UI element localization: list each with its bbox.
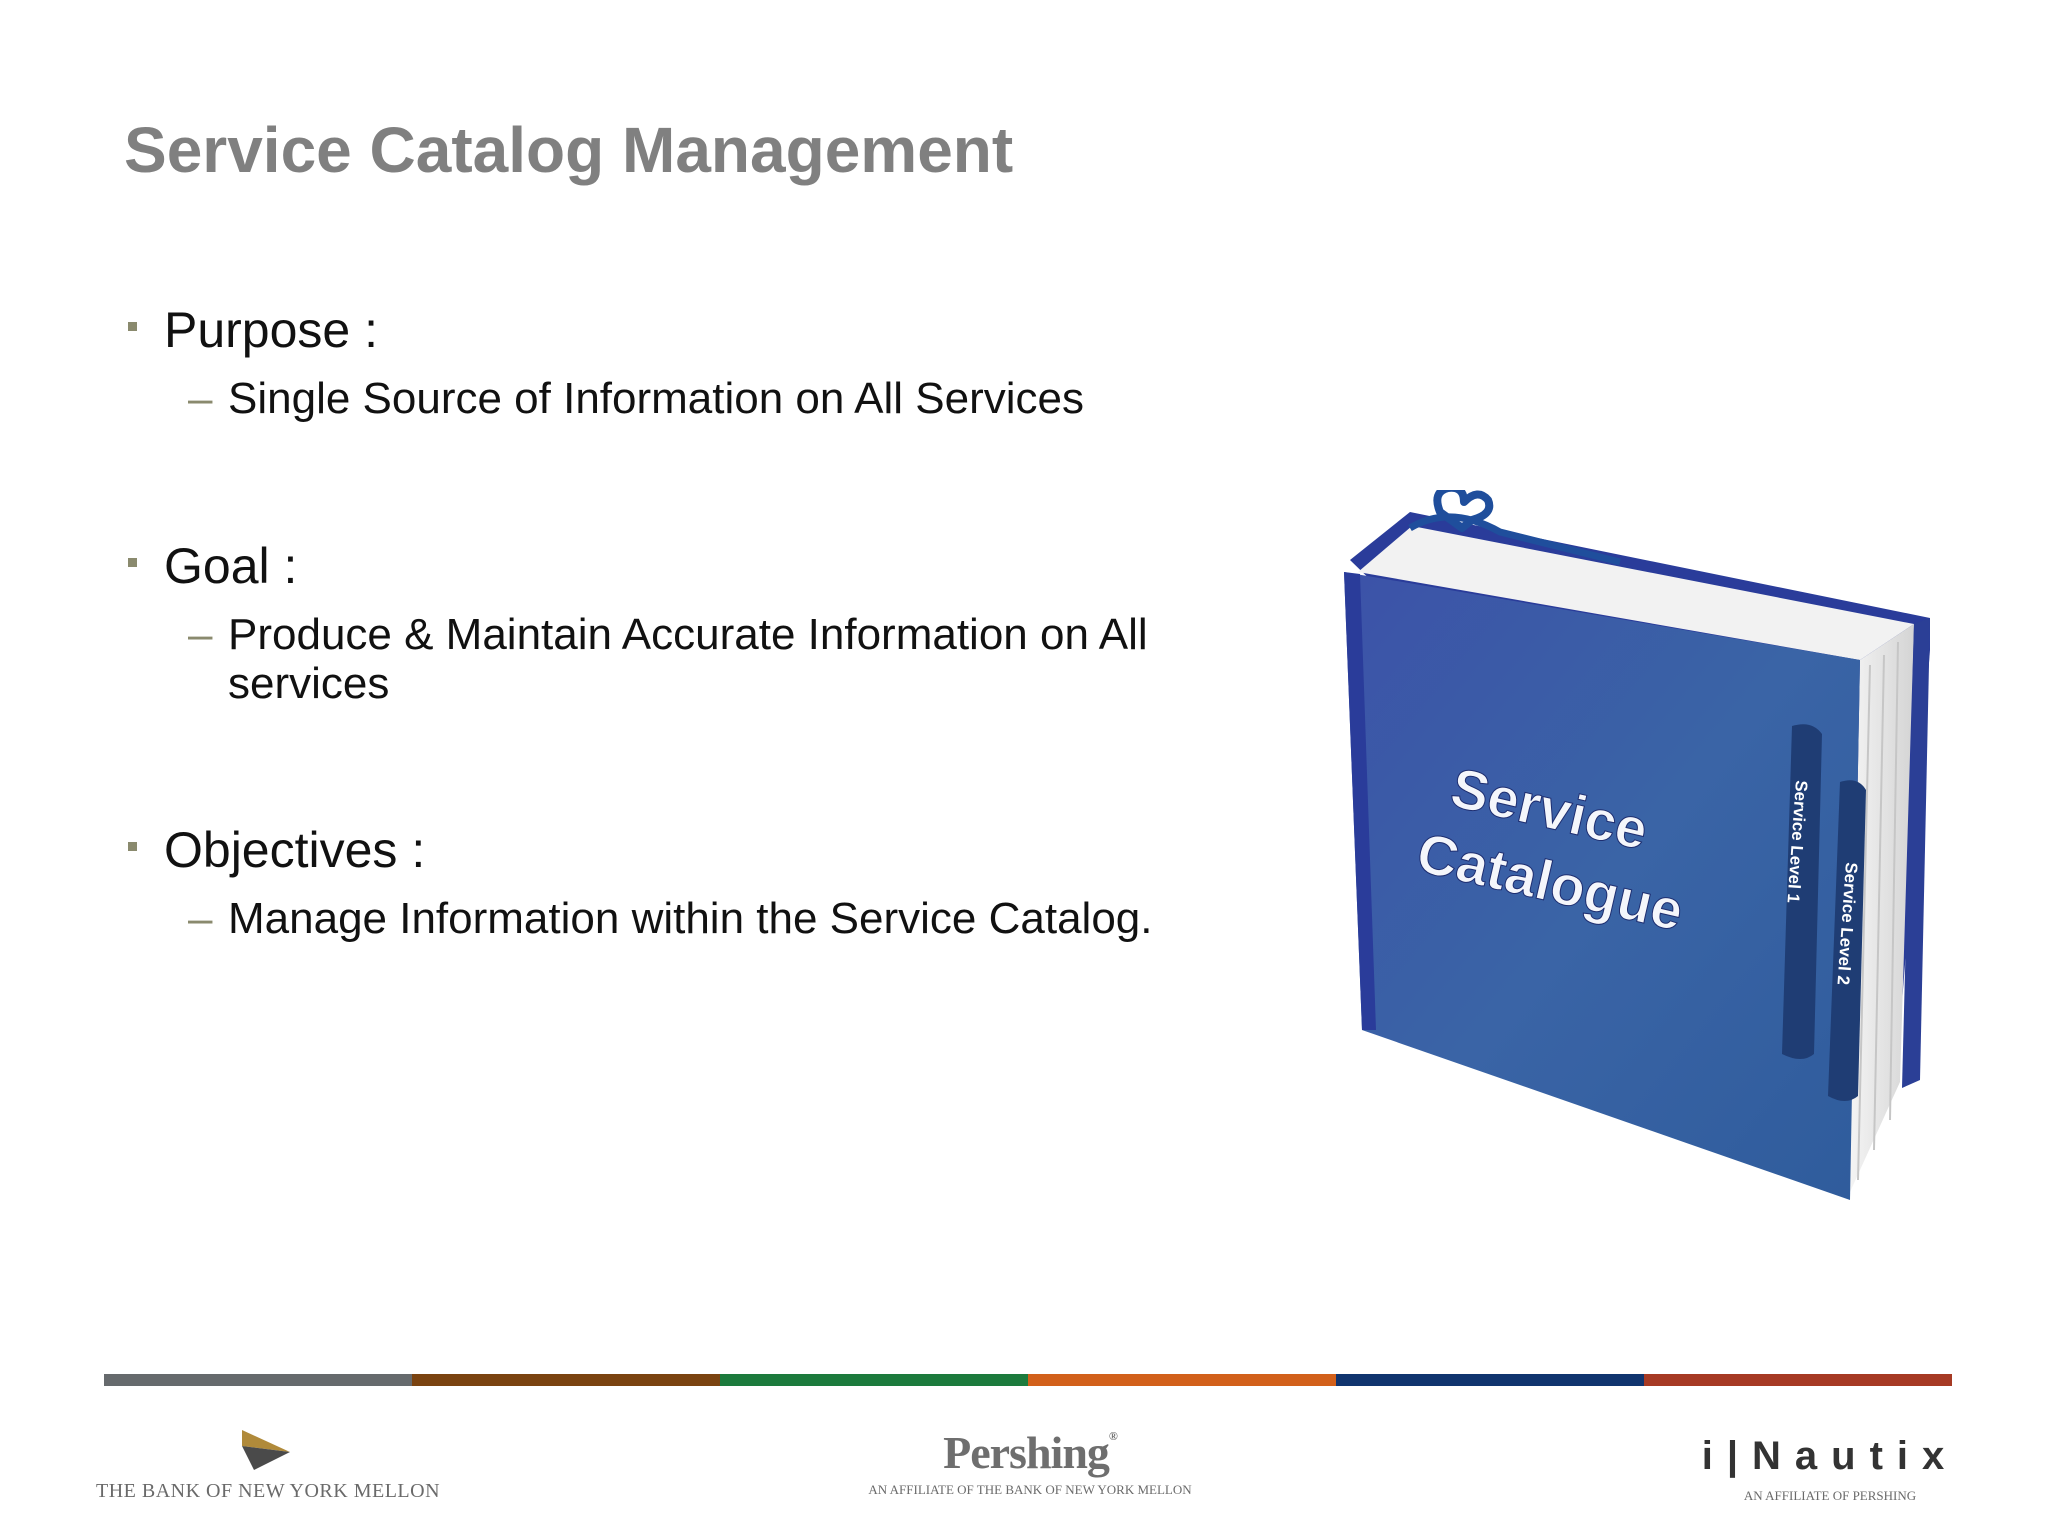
color-bar-segment (1644, 1374, 1952, 1386)
bullet-detail: Single Source of Information on All Serv… (228, 374, 1085, 423)
bullet-heading: Objectives : (164, 822, 426, 878)
bullet-purpose: Purpose : – Single Source of Information… (124, 300, 1224, 423)
color-bar-segment (720, 1374, 1028, 1386)
square-bullet-icon (128, 558, 137, 567)
bny-mellon-logo: THE BANK OF NEW YORK MELLON (96, 1426, 441, 1503)
registered-mark: ® (1108, 1429, 1118, 1443)
dash-bullet-icon: – (188, 894, 213, 943)
pershing-logo: Pershing® AN AFFILIATE OF THE BANK OF NE… (850, 1430, 1210, 1498)
footer-color-bar (104, 1374, 1952, 1386)
bullet-detail: Produce & Maintain Accurate Information … (228, 610, 1148, 709)
square-bullet-icon (128, 322, 137, 331)
inautix-logo: i|Nautix AN AFFILIATE OF PERSHING (1680, 1436, 1980, 1504)
bullet-heading: Purpose : (164, 302, 379, 358)
inautix-affiliation: AN AFFILIATE OF PERSHING (1743, 1488, 1917, 1503)
bullet-goal: Goal : – Produce & Maintain Accurate Inf… (124, 536, 1224, 709)
dash-bullet-icon: – (188, 374, 213, 423)
bullet-detail: Manage Information within the Service Ca… (228, 894, 1153, 943)
color-bar-segment (104, 1374, 412, 1386)
dash-bullet-icon: – (188, 610, 213, 659)
color-bar-segment (1028, 1374, 1336, 1386)
bny-arrow-icon (242, 1430, 290, 1470)
bullet-objectives: Objectives : – Manage Information within… (124, 820, 1224, 943)
square-bullet-icon (128, 842, 137, 851)
color-bar-segment (1336, 1374, 1644, 1386)
color-bar-segment (412, 1374, 720, 1386)
service-catalogue-book-image: Service Level 1 Service Level 2 Service … (1344, 490, 1930, 1200)
slide-title: Service Catalog Management (124, 114, 1014, 186)
bny-mellon-wordmark: THE BANK OF NEW YORK MELLON (96, 1480, 441, 1502)
pershing-affiliation: AN AFFILIATE OF THE BANK OF NEW YORK MEL… (868, 1482, 1192, 1497)
pershing-wordmark: Pershing (943, 1427, 1110, 1478)
inautix-wordmark: i|Nautix (1701, 1434, 1959, 1478)
bullet-heading: Goal : (164, 538, 298, 594)
